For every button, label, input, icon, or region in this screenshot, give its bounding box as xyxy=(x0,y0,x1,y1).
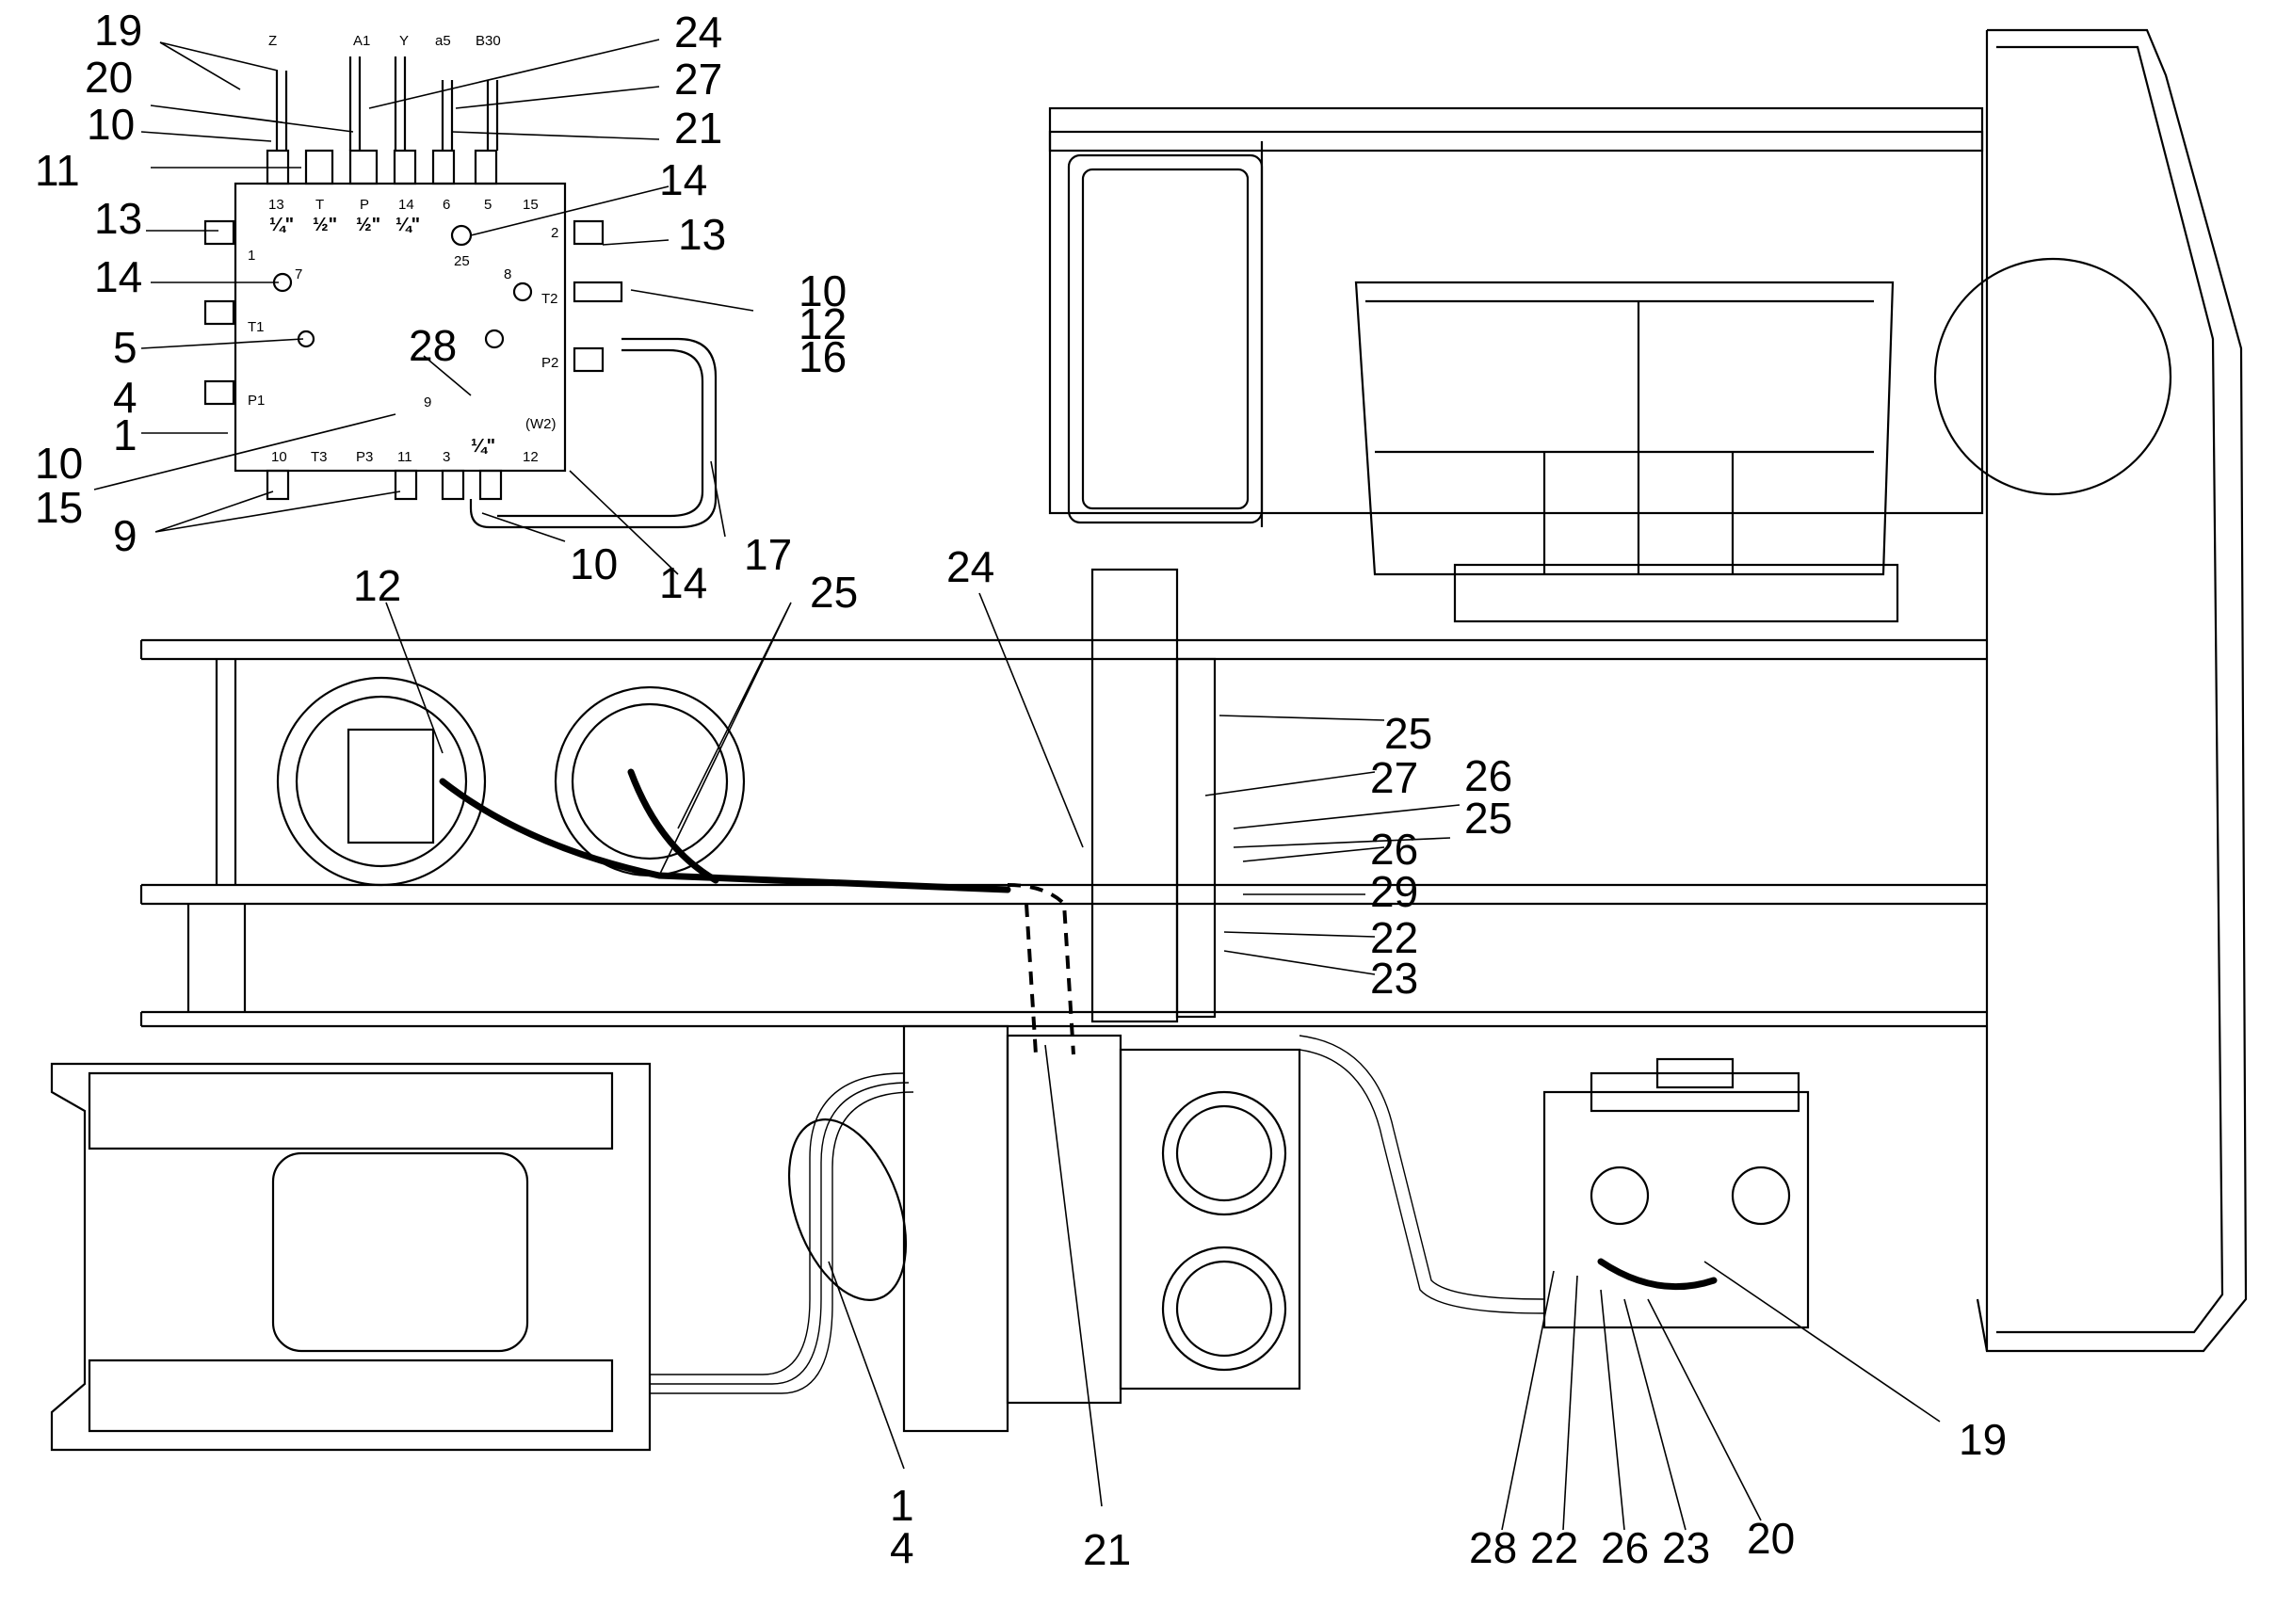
port-size-bottom: ¼" xyxy=(471,436,495,457)
callout-25-right2: 25 xyxy=(1464,794,1512,843)
hoses xyxy=(439,768,1718,1291)
port-size-14: ¼" xyxy=(395,215,420,235)
callout-4-bottom: 4 xyxy=(890,1523,914,1572)
port-label-7: 7 xyxy=(295,266,302,282)
callout-1-left: 1 xyxy=(113,410,137,459)
callout-14-right: 14 xyxy=(659,155,707,204)
port-label-t2: T2 xyxy=(541,291,558,307)
callout-13-left: 13 xyxy=(94,194,142,243)
port-label-t3: T3 xyxy=(311,449,328,465)
callout-20-top: 20 xyxy=(85,53,133,102)
port-label-12: 12 xyxy=(523,449,539,465)
callout-22-bottom: 22 xyxy=(1530,1523,1578,1572)
port-label-t1: T1 xyxy=(248,319,265,335)
cable-bundles xyxy=(650,1035,1545,1394)
port-label-25: 25 xyxy=(454,253,470,269)
pilot-valve-assembly xyxy=(1542,1057,1810,1329)
callout-9: 9 xyxy=(113,511,137,560)
callout-12-right: 12 xyxy=(799,299,847,348)
callout-23-bottom: 23 xyxy=(1662,1523,1710,1572)
port-label-6: 6 xyxy=(443,197,450,213)
port-labels: Z A1 Y a5 B30 13 T P 14 6 5 15 ¼" ½" ½" … xyxy=(248,33,558,465)
callout-21-top: 21 xyxy=(674,104,722,153)
port-label-p1: P1 xyxy=(248,393,265,409)
port-label-1: 1 xyxy=(248,248,255,264)
port-label-y: Y xyxy=(399,33,409,49)
callout-13-right: 13 xyxy=(678,210,726,259)
port-label-15: 15 xyxy=(523,197,539,213)
callout-26-bottom: 26 xyxy=(1601,1523,1649,1572)
manifold-inset xyxy=(203,56,718,529)
callout-20-bottom: 20 xyxy=(1747,1514,1795,1563)
port-label-t: T xyxy=(315,197,324,213)
callout-23-right: 23 xyxy=(1370,954,1418,1003)
callout-12-mid: 12 xyxy=(353,561,401,610)
callout-27-top: 27 xyxy=(674,55,722,104)
port-size-p: ½" xyxy=(356,215,380,235)
port-label-9: 9 xyxy=(424,394,431,410)
port-size-t: ½" xyxy=(313,215,337,235)
callout-4-left: 4 xyxy=(113,373,137,422)
port-label-5: 5 xyxy=(484,197,492,213)
callout-19-top: 19 xyxy=(94,6,142,55)
callout-14-bottom: 14 xyxy=(659,558,707,607)
callout-22-right: 22 xyxy=(1370,913,1418,962)
port-label-p3: P3 xyxy=(356,449,373,465)
port-label-a1: A1 xyxy=(353,33,370,49)
port-label-14: 14 xyxy=(398,197,414,213)
callout-1-bottom: 1 xyxy=(890,1481,914,1530)
callout-26-right1: 26 xyxy=(1464,751,1512,800)
callout-16: 16 xyxy=(799,332,847,381)
callout-28-bottom: 28 xyxy=(1469,1523,1517,1572)
callout-17: 17 xyxy=(744,530,792,579)
callout-10-right: 10 xyxy=(799,266,847,315)
port-label-3: 3 xyxy=(443,449,450,465)
callout-11: 11 xyxy=(35,146,80,195)
callout-15: 15 xyxy=(35,483,83,532)
callout-10-bottom: 10 xyxy=(570,539,618,588)
callout-25-right1: 25 xyxy=(1384,709,1432,758)
callout-labels: 19 20 10 11 13 14 5 4 1 10 15 9 24 27 21… xyxy=(35,6,2007,1574)
callout-21-bottom: 21 xyxy=(1083,1525,1131,1574)
port-label-z: Z xyxy=(268,33,277,49)
port-label-10: 10 xyxy=(271,449,287,465)
callout-25-mid: 25 xyxy=(810,568,858,617)
port-label-2: 2 xyxy=(551,225,558,241)
machine-outline xyxy=(50,28,2248,1452)
callout-24-top: 24 xyxy=(674,8,722,56)
callout-24-mid: 24 xyxy=(946,542,994,591)
callout-26-right2: 26 xyxy=(1370,825,1418,874)
swing-units xyxy=(276,676,746,887)
callout-29: 29 xyxy=(1370,867,1418,916)
callout-14-left: 14 xyxy=(94,252,142,301)
port-label-w2: (W2) xyxy=(525,416,557,432)
port-label-11: 11 xyxy=(397,449,412,465)
callout-10-top: 10 xyxy=(87,100,135,149)
port-label-p: P xyxy=(360,197,369,213)
callout-28-inset: 28 xyxy=(409,321,457,370)
port-label-p2: P2 xyxy=(541,355,558,371)
callout-10-left: 10 xyxy=(35,439,83,488)
callout-19-bottom: 19 xyxy=(1959,1415,2007,1464)
callout-5: 5 xyxy=(113,323,137,372)
callout-27-right: 27 xyxy=(1370,753,1418,802)
port-size-13: ¼" xyxy=(269,215,294,235)
port-label-a5: a5 xyxy=(435,33,451,49)
port-label-8: 8 xyxy=(504,266,511,282)
leader-lines xyxy=(93,39,1941,1531)
port-label-13: 13 xyxy=(268,197,284,213)
port-label-b30: B30 xyxy=(476,33,501,49)
